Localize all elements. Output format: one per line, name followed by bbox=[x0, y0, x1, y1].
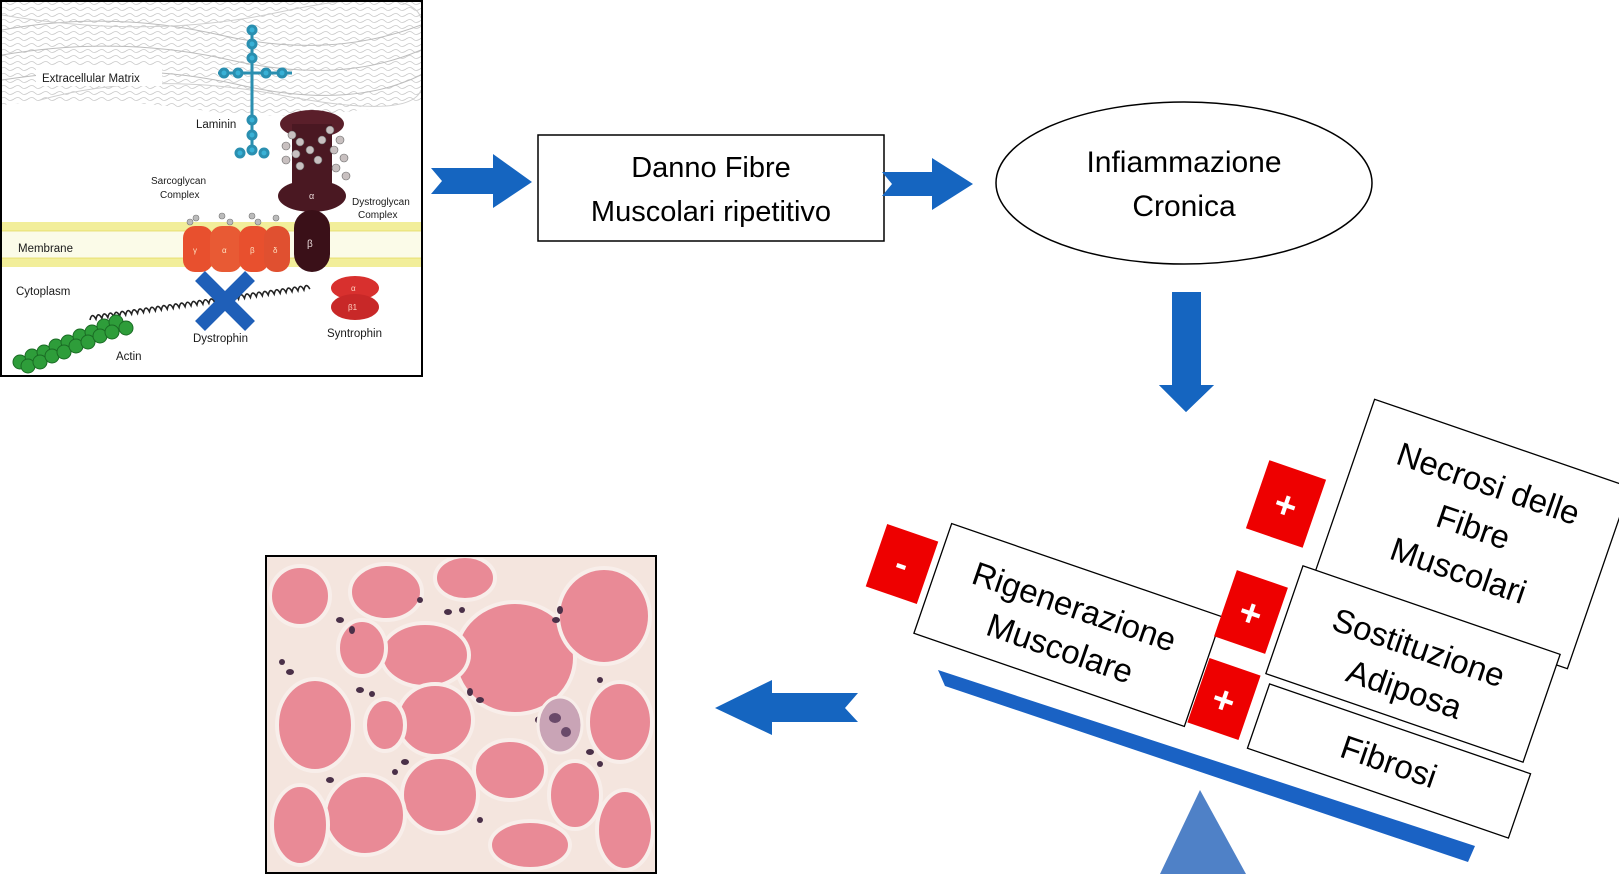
sarcoglycan-complex: γ α β δ bbox=[183, 212, 290, 272]
dystroglycan-label-2: Complex bbox=[358, 210, 397, 221]
regeneration-minus-sign: - bbox=[865, 524, 939, 604]
balance-fulcrum bbox=[1160, 790, 1246, 874]
inflammation-line-2: Cronica bbox=[1132, 190, 1236, 223]
balance-scale: Rigenerazione Muscolare - Necrosi delle … bbox=[865, 398, 1619, 874]
sg-alpha-label: α bbox=[222, 246, 227, 255]
membrane-label: Membrane bbox=[18, 243, 73, 255]
arrow-to-histology bbox=[715, 680, 858, 735]
membrane-figure: Extracellular Matrix Membrane Cytoplasm bbox=[0, 0, 423, 377]
syntrophin-label: Syntrophin bbox=[327, 328, 382, 340]
cytoplasm-label: Cytoplasm bbox=[16, 286, 70, 298]
arrow-down-to-balance bbox=[1159, 292, 1214, 412]
fibrosis-plus-sign: + bbox=[1187, 658, 1261, 740]
damage-box: Danno Fibre Muscolari ripetitivo bbox=[537, 134, 885, 242]
extracellular-matrix bbox=[2, 2, 421, 116]
syn-alpha-label: α bbox=[351, 284, 356, 293]
adipose-plus-sign: + bbox=[1214, 570, 1288, 654]
dg-alpha-label: α bbox=[309, 191, 314, 201]
dystroglycan-complex: α β bbox=[278, 110, 351, 272]
dystroglycan-label-1: Dystroglycan bbox=[352, 197, 410, 208]
dystrophin-absent-x-icon bbox=[195, 271, 255, 331]
regeneration-box: Rigenerazione Muscolare bbox=[913, 522, 1223, 728]
sg-delta-label: δ bbox=[273, 246, 278, 255]
dystrophin-label: Dystrophin bbox=[193, 333, 248, 345]
muscle-histology-image bbox=[265, 555, 657, 874]
inflammation-line-1: Infiammazione bbox=[1086, 146, 1281, 179]
ecm-label-bg bbox=[36, 67, 162, 86]
sg-beta-label: β bbox=[250, 246, 255, 255]
syntrophin: α β1 bbox=[331, 276, 379, 320]
arrow-to-damage bbox=[431, 154, 532, 208]
dg-beta-label: β bbox=[307, 239, 313, 250]
balance-beam bbox=[938, 670, 1475, 862]
actin-label: Actin bbox=[116, 351, 142, 363]
damage-line-1: Danno Fibre bbox=[631, 152, 791, 184]
inflammation-ellipse: Infiammazione Cronica bbox=[995, 101, 1373, 265]
arrow-to-inflammation bbox=[882, 158, 973, 210]
sarcoglycan-label-1: Sarcoglycan bbox=[151, 176, 206, 187]
dystrophin-coil bbox=[89, 284, 311, 322]
sarcoglycan-label-2: Complex bbox=[160, 190, 199, 201]
ecm-label: Extracellular Matrix bbox=[42, 73, 140, 85]
sg-gamma-label: γ bbox=[193, 246, 197, 255]
necrosis-plus-sign: + bbox=[1245, 460, 1327, 548]
fibrosis-box: Fibrosi bbox=[1246, 683, 1532, 839]
laminin bbox=[218, 24, 292, 159]
syn-beta1-label: β1 bbox=[348, 303, 358, 312]
damage-line-2: Muscolari ripetitivo bbox=[591, 196, 831, 228]
laminin-label: Laminin bbox=[196, 119, 236, 131]
actin bbox=[12, 314, 134, 374]
adipose-box: Sostituzione Adiposa bbox=[1265, 565, 1561, 763]
